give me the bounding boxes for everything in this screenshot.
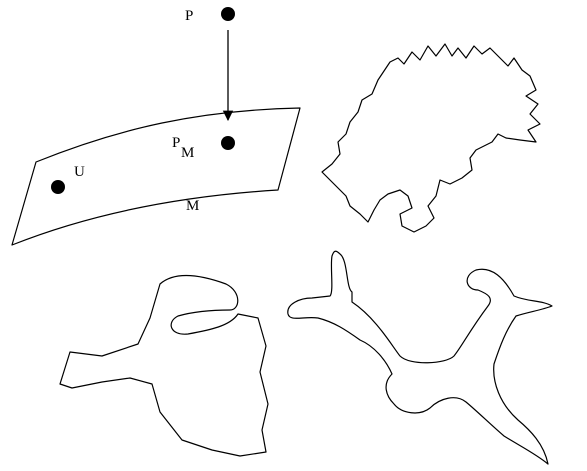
- blob-shape: [59, 275, 269, 457]
- point-p-dot: [221, 7, 235, 21]
- point-u-dot: [51, 180, 65, 194]
- point-p-label: P: [185, 8, 193, 24]
- manifold-label: M: [186, 198, 199, 214]
- branching-shape: [287, 250, 553, 465]
- point-pm-dot: [221, 136, 235, 150]
- manifold-sheet: [11, 107, 301, 246]
- point-pm-subscript: M: [181, 145, 194, 161]
- point-pm-label: P: [172, 135, 180, 151]
- point-u-label: U: [74, 164, 85, 180]
- jagged-shape: [321, 43, 541, 233]
- manifold-panel: P P M U M: [11, 7, 301, 246]
